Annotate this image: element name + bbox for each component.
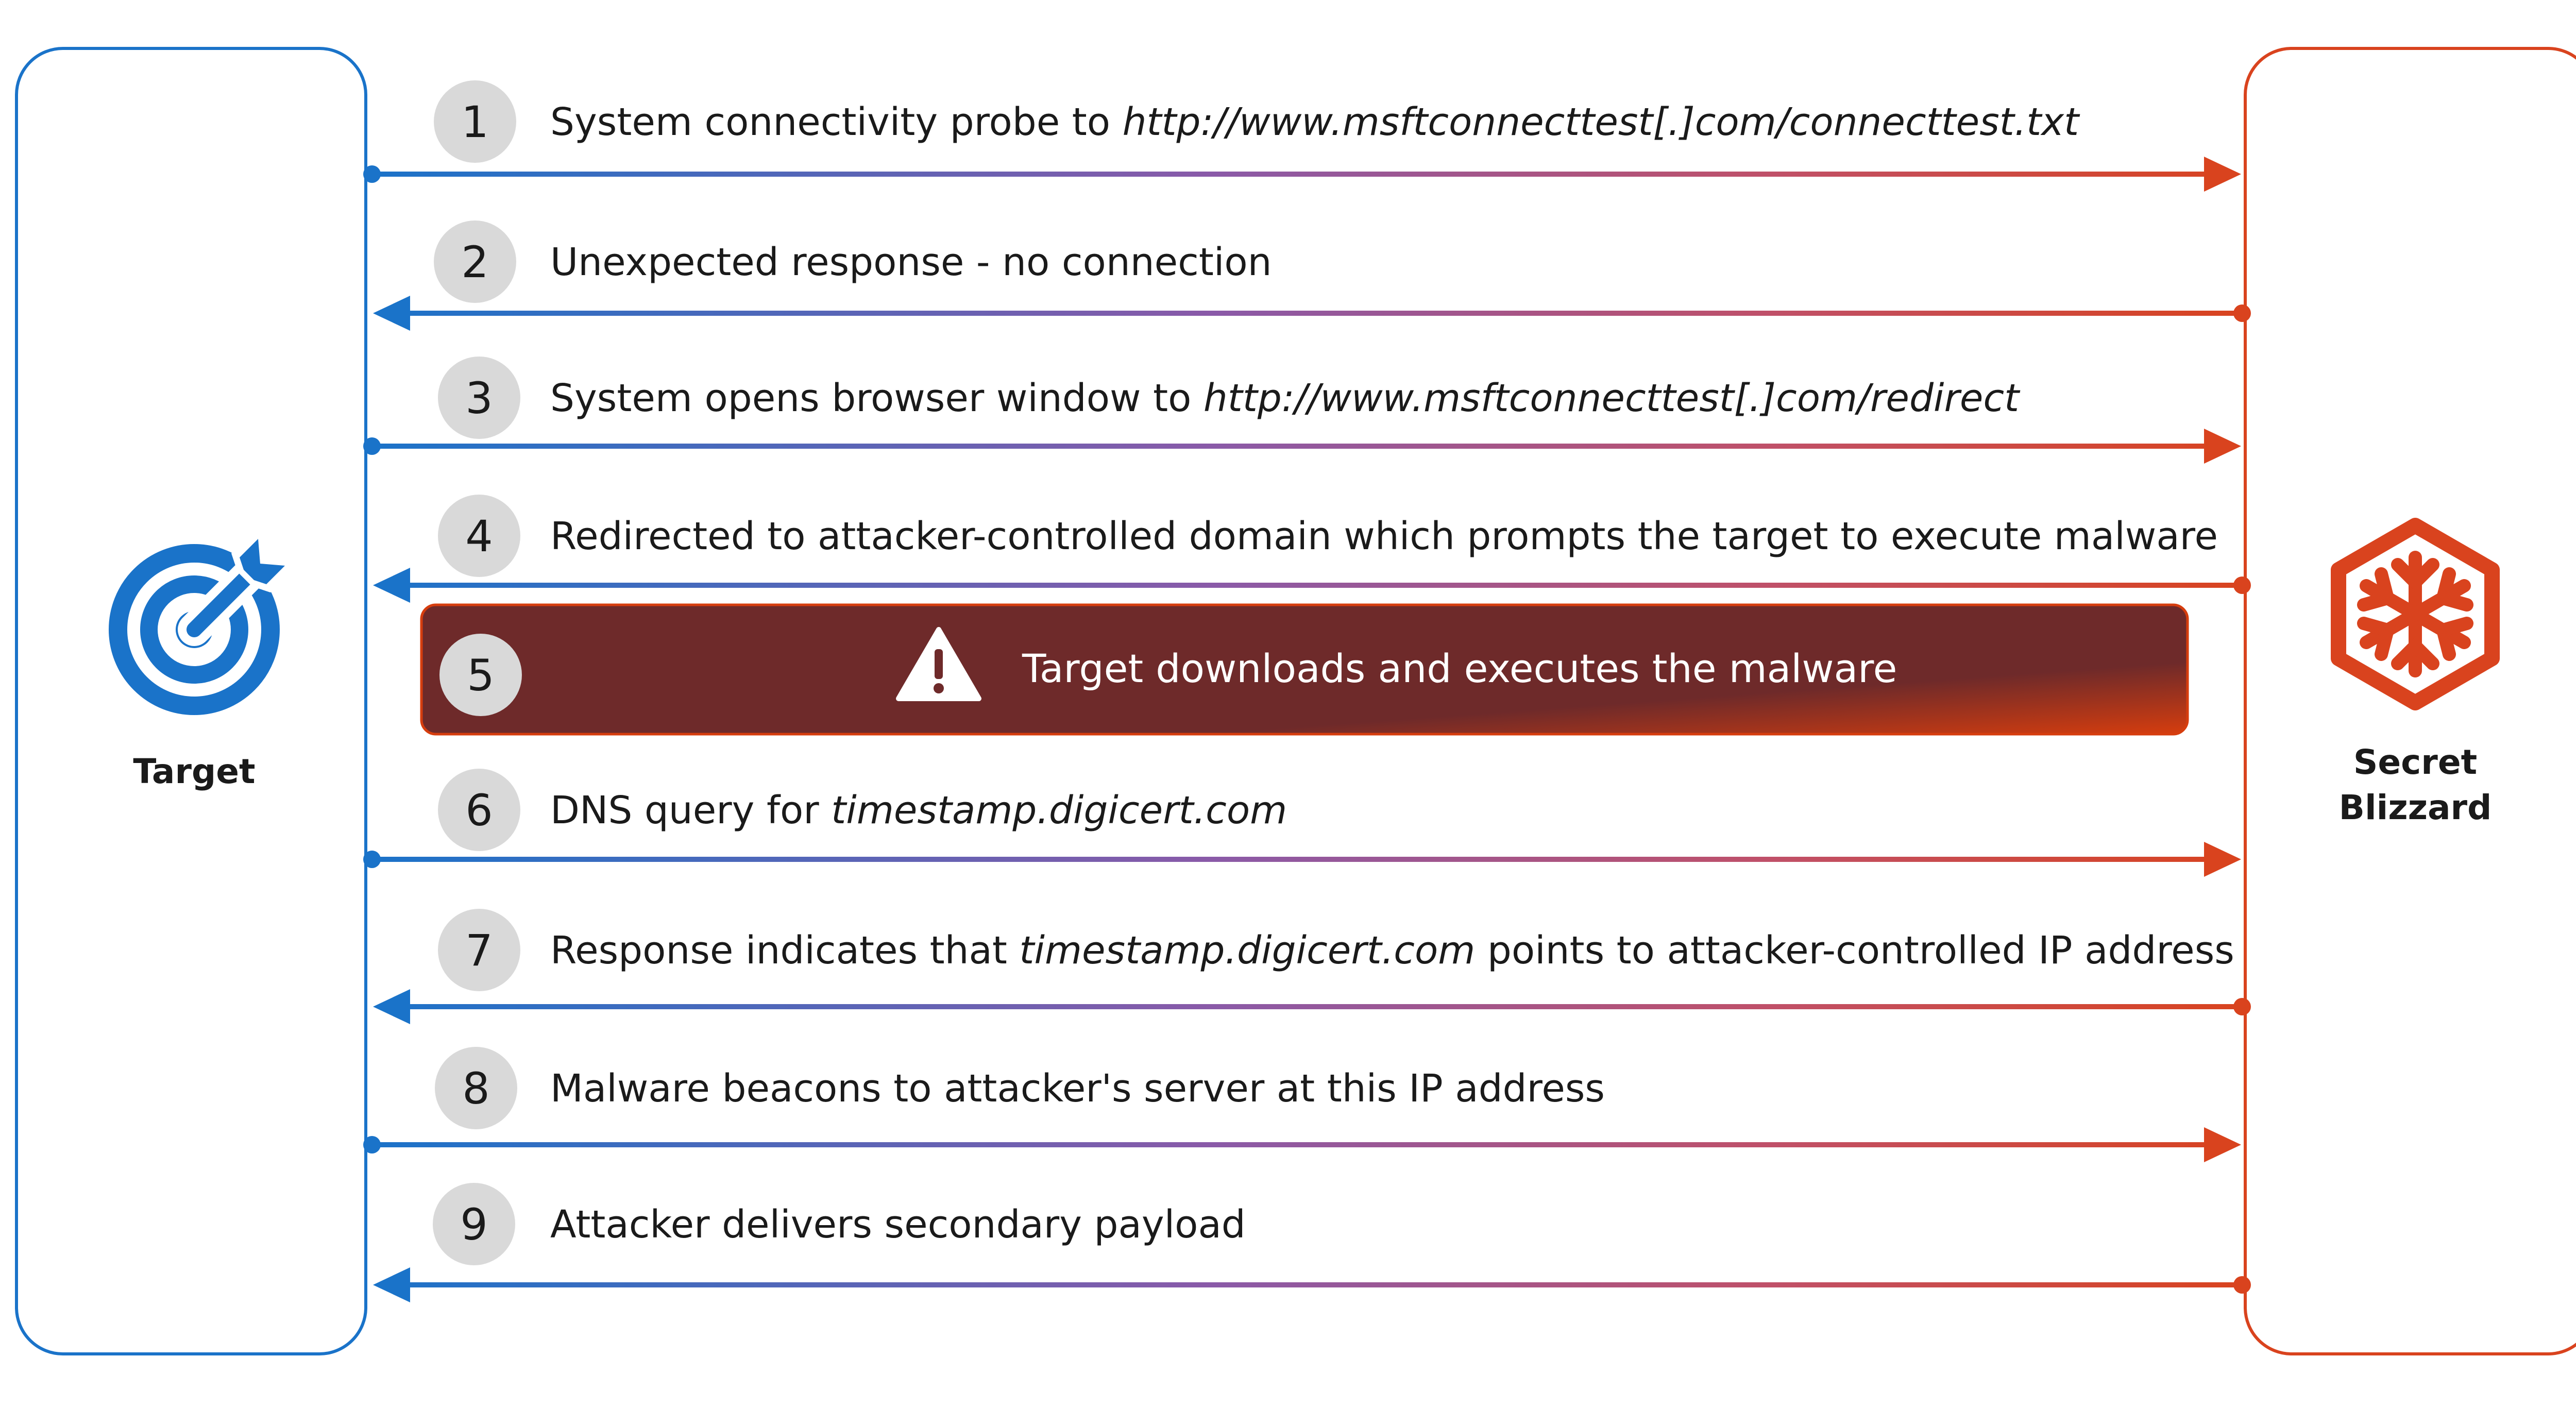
step-label: System opens browser window to http://ww… <box>550 376 2021 420</box>
step-label: Redirected to attacker-controlled domain… <box>550 514 2218 558</box>
flow-arrow-head <box>2204 842 2241 877</box>
message-step: 6 DNS query for timestamp.digicert.com <box>363 769 2241 877</box>
step-badge <box>438 495 520 577</box>
step-label: Malware beacons to attacker's server at … <box>550 1066 1605 1111</box>
step-label-italic: http://www.msftconnecttest[.]com/connect… <box>1123 100 2081 144</box>
flow-arrow-line <box>398 583 2242 588</box>
target-icon <box>109 529 295 715</box>
step-label: Attacker delivers secondary payload <box>550 1202 1246 1247</box>
step-badge <box>434 80 516 163</box>
step-label-text: System opens browser window to <box>550 376 1204 420</box>
step-badge <box>433 1183 515 1265</box>
flow-arrow-line <box>372 172 2211 177</box>
step-label-italic: timestamp.digicert.com <box>1019 928 1475 973</box>
step-number: 2 <box>461 237 488 287</box>
message-step: 4 Redirected to attacker-controlled domai… <box>373 495 2251 603</box>
flow-arrow-tail-dot <box>2233 576 2251 594</box>
step-number: 8 <box>462 1063 489 1114</box>
target-label: Target <box>133 752 255 791</box>
snowflake-hexagon-icon <box>2331 518 2500 710</box>
step-label: Response indicates that timestamp.digice… <box>550 928 2234 973</box>
step-label-text: points to attacker-controlled IP address <box>1475 928 2234 973</box>
step-label: Unexpected response - no connection <box>550 240 1272 284</box>
step-number: 1 <box>461 97 488 147</box>
warning-icon <box>896 627 981 701</box>
step-label: System connectivity probe to http://www.… <box>550 100 2080 144</box>
flow-arrow-tail-dot <box>363 1136 381 1153</box>
step-number: 7 <box>465 925 493 976</box>
flow-arrow-line <box>372 444 2211 449</box>
message-step: 7 Response indicates that timestamp.digic… <box>373 909 2251 1024</box>
step-badge <box>438 357 520 439</box>
step-label: DNS query for timestamp.digicert.com <box>550 788 1287 833</box>
flow-arrow-line <box>372 857 2211 862</box>
step-badge <box>438 909 520 991</box>
flow-arrow-line <box>372 1142 2211 1147</box>
malware-execution-banner: 5 Target downloads and executes the malw… <box>420 603 2189 736</box>
flow-arrow-head <box>2204 1127 2241 1162</box>
step-badge <box>435 1047 517 1129</box>
attacker-label-line1: Secret <box>2353 742 2477 782</box>
flow-arrow-tail-dot <box>363 165 381 183</box>
message-step: 9 Attacker delivers secondary payload <box>373 1183 2251 1302</box>
step-label-text: Attacker delivers secondary payload <box>550 1202 1246 1247</box>
flow-arrow-head <box>373 568 410 603</box>
step-label-text: System connectivity probe to <box>550 100 1123 144</box>
step-number: 9 <box>460 1199 487 1250</box>
banner-text: Target downloads and executes the malwar… <box>1022 646 1897 691</box>
flow-arrow-head <box>373 989 410 1024</box>
step-label-text: Redirected to attacker-controlled domain… <box>550 514 2218 558</box>
step-label-text: DNS query for <box>550 788 831 833</box>
step-label-italic: timestamp.digicert.com <box>831 788 1287 833</box>
flow-arrow-head <box>373 296 410 331</box>
step-label-text: Malware beacons to attacker's server at … <box>550 1066 1605 1111</box>
flow-arrow-tail-dot <box>363 437 381 455</box>
step-label-italic: http://www.msftconnecttest[.]com/redirec… <box>1204 376 2021 420</box>
step-label-text: Unexpected response - no connection <box>550 240 1272 284</box>
message-step: 1 System connectivity probe to http://www… <box>363 80 2241 192</box>
flow-arrow-head <box>373 1267 410 1302</box>
step-badge <box>434 220 516 303</box>
message-step: 2 Unexpected response - no connection <box>373 220 2251 331</box>
message-steps: 1 System connectivity probe to http://www… <box>363 80 2251 1302</box>
message-step: 3 System opens browser window to http://w… <box>363 357 2241 464</box>
step-number: 3 <box>465 373 493 423</box>
flow-arrow-line <box>398 311 2242 316</box>
flow-arrow-tail-dot <box>2233 1276 2251 1294</box>
flow-arrow-tail-dot <box>2233 304 2251 322</box>
step-label-text: Response indicates that <box>550 928 1019 973</box>
flow-arrow-line <box>398 1004 2242 1009</box>
message-step: 8 Malware beacons to attacker's server at… <box>363 1047 2241 1162</box>
flow-arrow-head <box>2204 429 2241 464</box>
step-badge <box>438 769 520 851</box>
flow-arrow-head <box>2204 157 2241 192</box>
step-badge <box>439 634 522 716</box>
step-number: 6 <box>465 785 493 836</box>
flow-arrow-tail-dot <box>2233 998 2251 1015</box>
flow-arrow-tail-dot <box>363 851 381 868</box>
step-number: 5 <box>467 650 494 701</box>
attacker-label-line2: Blizzard <box>2339 788 2492 827</box>
step-number: 4 <box>465 511 493 562</box>
flow-arrow-line <box>398 1282 2242 1287</box>
